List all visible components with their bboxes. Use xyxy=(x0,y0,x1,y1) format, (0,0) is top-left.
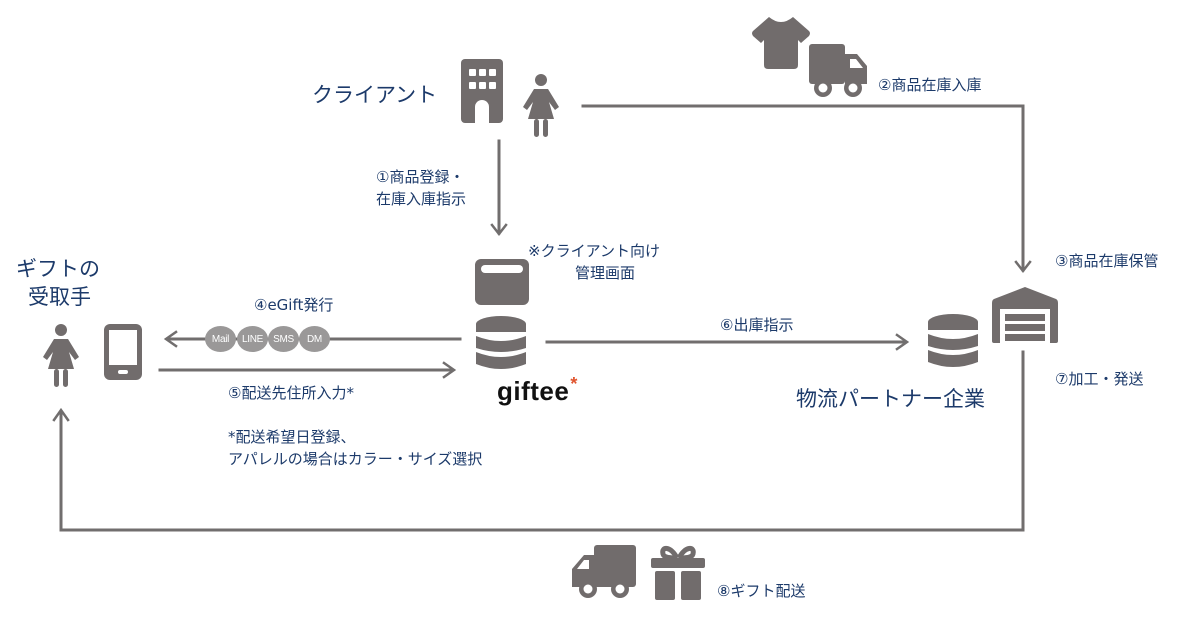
recipient-label-line2: 受取手 xyxy=(28,285,91,309)
arrow-step4-head xyxy=(163,330,178,348)
step1-label-line1: ①商品登録・ xyxy=(376,168,465,186)
giftee-logo: giftee* xyxy=(497,374,578,406)
recipient-person-icon xyxy=(43,324,79,387)
step1-label-line2: 在庫入庫指示 xyxy=(376,190,467,208)
person-icon xyxy=(523,74,559,137)
client-label: クライアント xyxy=(312,83,438,107)
arrow-step6-head xyxy=(895,333,910,351)
channel-sms: SMS xyxy=(268,326,299,352)
step8-label: ⑧ギフト配送 xyxy=(717,582,806,600)
smartphone-icon xyxy=(104,324,142,380)
giftee-database-icon xyxy=(476,316,526,369)
step5-note-line2: アパレルの場合はカラー・サイズ選択 xyxy=(228,450,483,468)
delivery-truck-icon xyxy=(572,545,636,598)
step7-label: ⑦加工・発送 xyxy=(1055,370,1144,388)
giftee-note-line2: 管理画面 xyxy=(575,264,636,282)
arrow-step1-head xyxy=(490,223,508,237)
admin-panel-icon xyxy=(475,259,529,305)
tshirt-icon xyxy=(752,17,810,69)
step3-label: ③商品在庫保管 xyxy=(1055,252,1159,270)
step6-label: ⑥出庫指示 xyxy=(720,316,794,334)
channel-mail: Mail xyxy=(205,326,236,352)
gift-icon xyxy=(651,546,705,600)
arrow-step2 xyxy=(581,104,1025,272)
step4-label: ④eGift発行 xyxy=(254,296,334,314)
giftee-note-line1: ※クライアント向け xyxy=(528,242,660,260)
arrow-step8-head xyxy=(52,407,70,422)
truck-icon xyxy=(809,44,867,97)
arrow-step3-head xyxy=(1014,260,1032,274)
building-icon xyxy=(461,59,503,123)
recipient-label-line1: ギフトの xyxy=(16,257,100,281)
logistics-label: 物流パートナー企業 xyxy=(796,387,985,411)
channel-line: LINE xyxy=(237,326,268,352)
step5-note-line1: *配送希望日登録、 xyxy=(228,428,356,446)
warehouse-icon xyxy=(992,287,1058,343)
logistics-database-icon xyxy=(928,314,978,367)
step5-label: ⑤配送先住所入力* xyxy=(228,384,354,402)
arrow-step5-head xyxy=(442,361,457,379)
step2-label: ②商品在庫入庫 xyxy=(878,76,982,94)
arrow-step8 xyxy=(59,350,1025,532)
channel-dm: DM xyxy=(299,326,330,352)
